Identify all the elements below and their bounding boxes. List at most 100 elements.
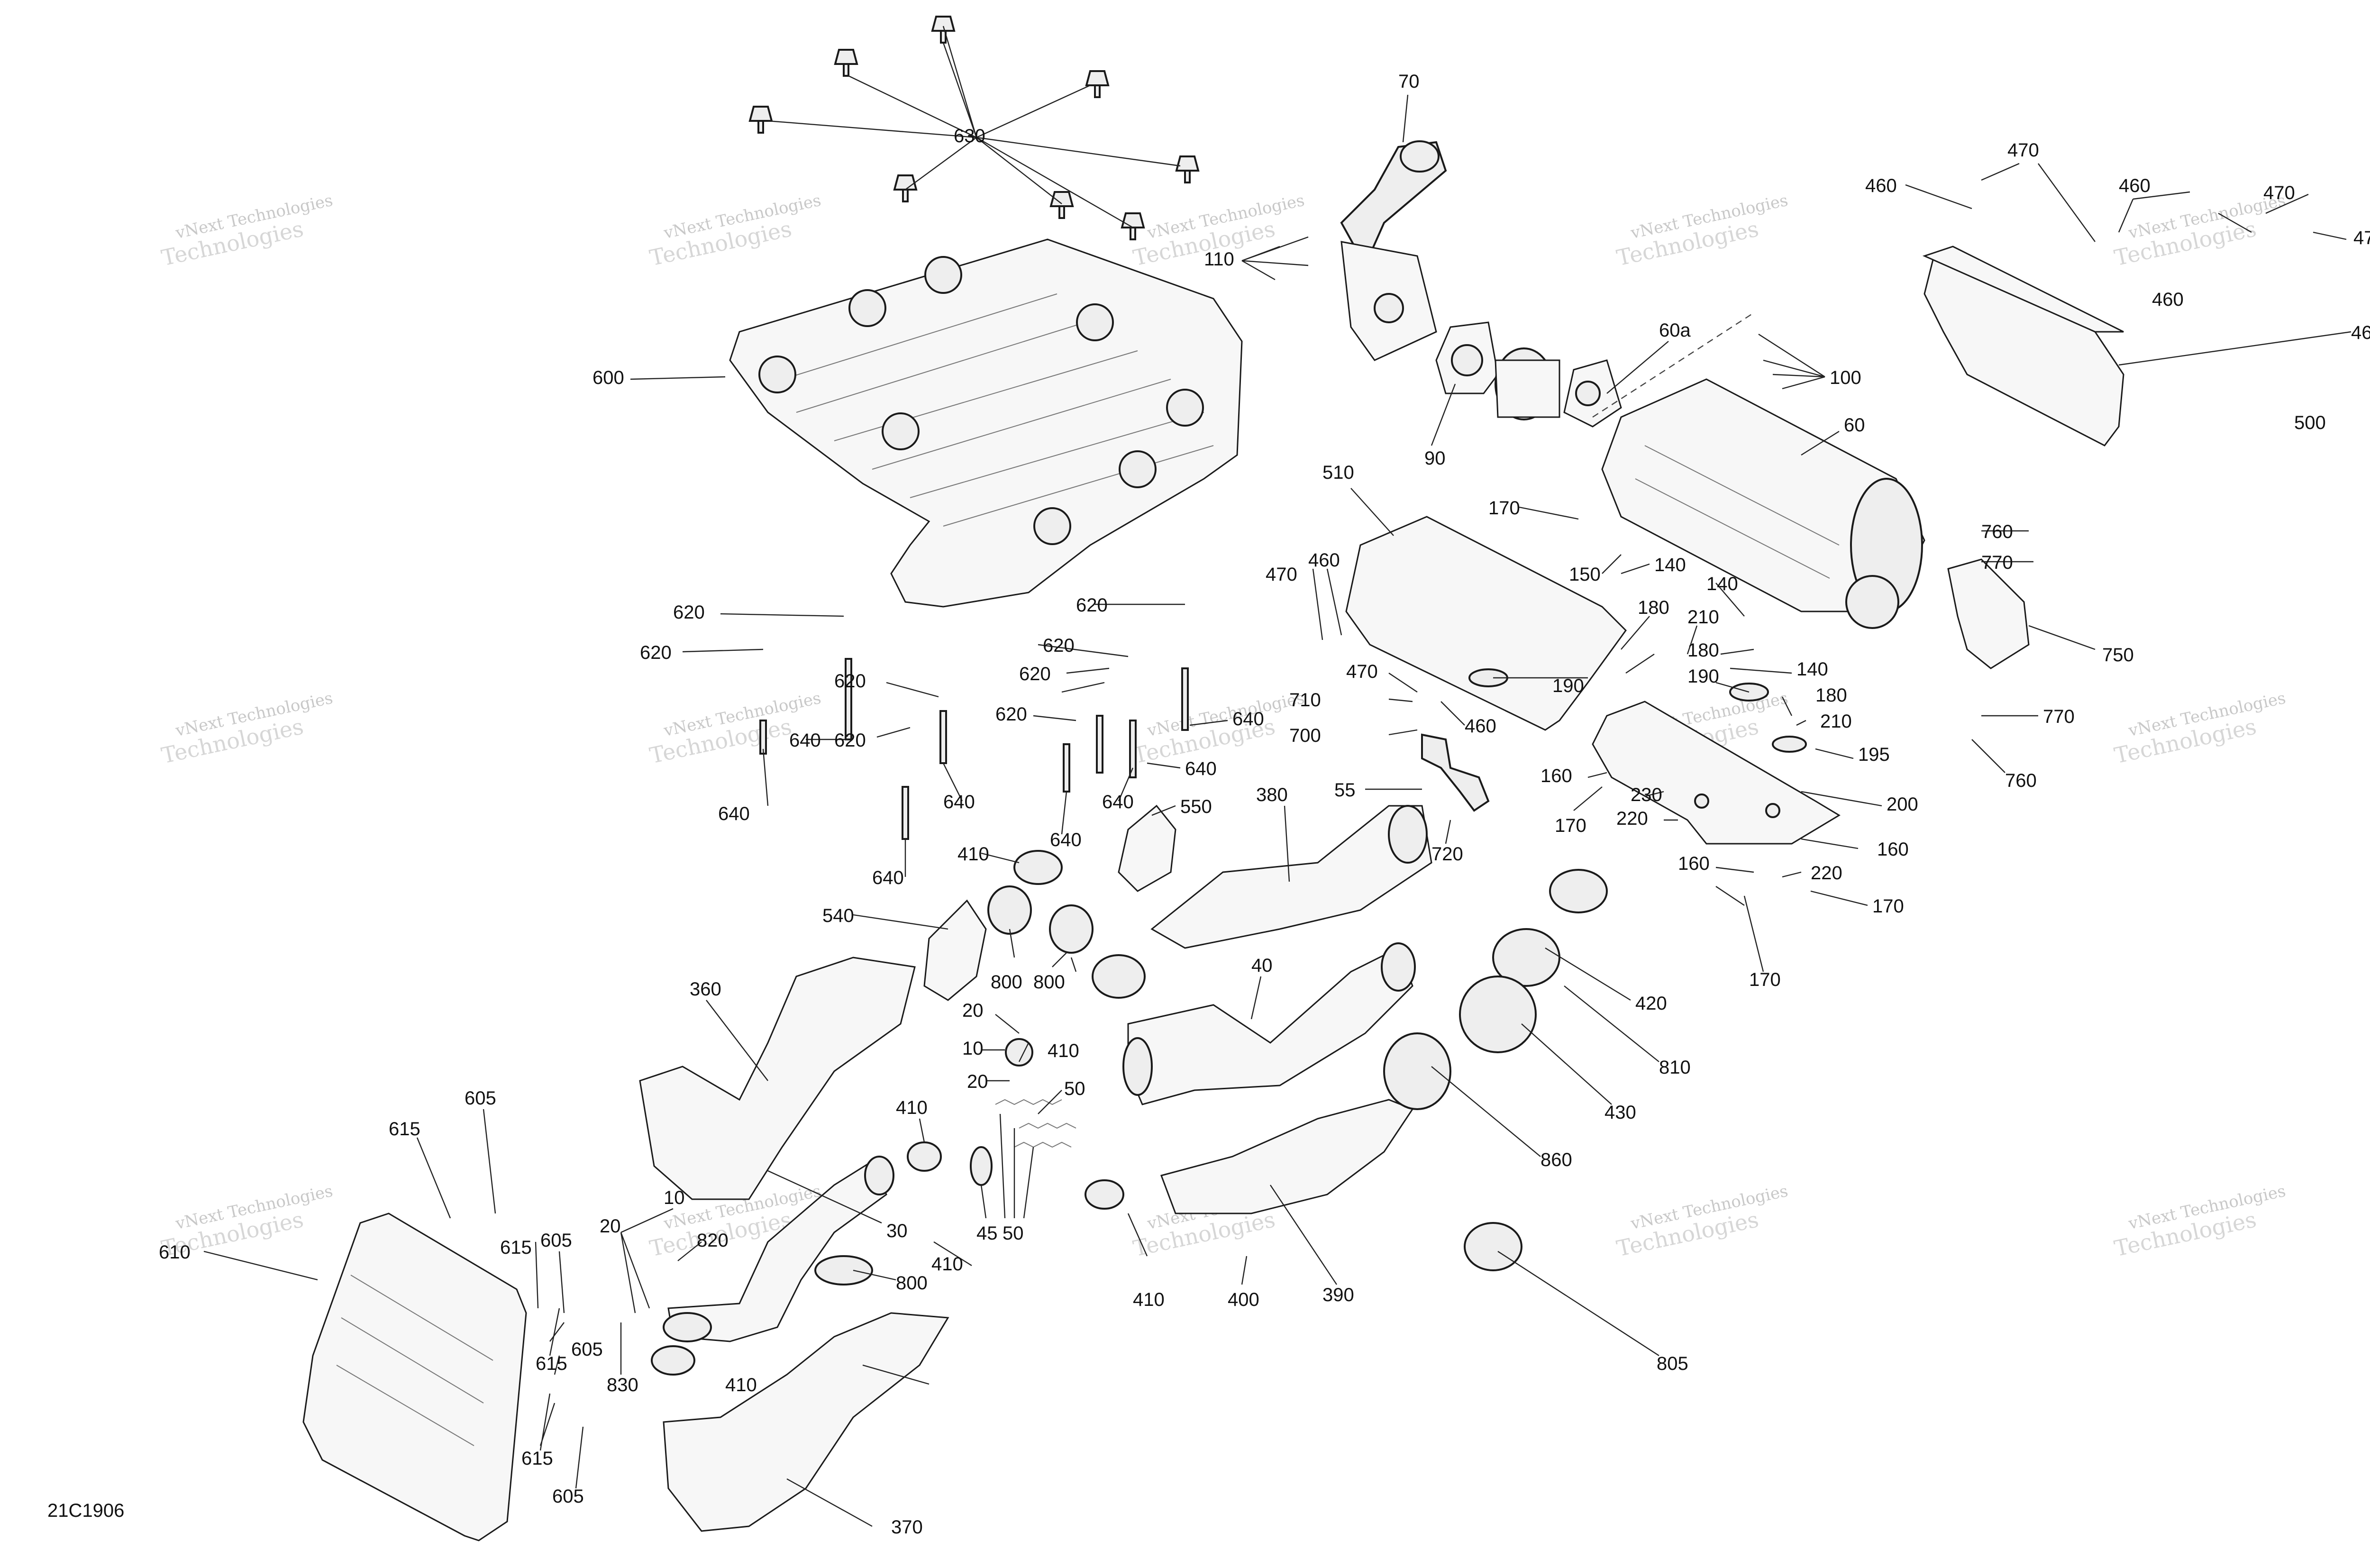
callout-150: 150 — [1569, 564, 1601, 585]
callout-410: 410 — [896, 1097, 928, 1118]
callout-55: 55 — [1334, 780, 1356, 801]
callout-620: 620 — [834, 730, 866, 751]
callout-410: 410 — [1048, 1040, 1079, 1061]
bracket-200 — [1592, 701, 1841, 845]
heat-shields-540-550 — [923, 804, 1176, 1001]
protector-610 — [302, 1212, 527, 1541]
callout-500: 500 — [2294, 412, 2326, 433]
callout-700: 700 — [1289, 725, 1321, 746]
callout-770: 770 — [1981, 552, 2013, 573]
callout-20: 20 — [962, 1000, 984, 1021]
callout-170: 170 — [1555, 815, 1586, 836]
callout-360: 360 — [690, 979, 721, 1000]
callout-10: 10 — [962, 1038, 984, 1059]
clamps-and-rings — [651, 850, 1608, 1376]
callout-510: 510 — [1322, 462, 1354, 483]
callout-720: 720 — [1431, 844, 1463, 865]
gaskets-90-60a — [1435, 321, 1622, 428]
callout-800: 800 — [896, 1273, 928, 1294]
callout-620: 620 — [1019, 664, 1051, 684]
callout-470: 470 — [1346, 661, 1378, 682]
callout-170: 170 — [1872, 896, 1904, 917]
callout-100: 100 — [1830, 367, 1861, 388]
callout-605: 605 — [552, 1486, 584, 1507]
callout-620: 620 — [995, 704, 1027, 725]
callout-110: 110 — [1204, 249, 1234, 270]
inlet-pipe-70 — [1340, 140, 1447, 361]
callout-210: 210 — [1687, 607, 1719, 628]
callout-800: 800 — [1033, 972, 1065, 993]
callout-10: 10 — [664, 1187, 685, 1208]
callout-540: 540 — [822, 905, 854, 926]
heat-shield-390 — [1160, 1099, 1414, 1214]
pipe-30 — [667, 1156, 894, 1342]
callout-420: 420 — [1635, 993, 1667, 1014]
callout-460: 460 — [2152, 289, 2184, 310]
callout-615: 615 — [389, 1119, 420, 1140]
callout-640: 640 — [943, 792, 975, 812]
callout-615: 615 — [500, 1237, 532, 1258]
callout-605: 605 — [571, 1339, 603, 1360]
callout-460: 460 — [1465, 716, 1496, 737]
springs-50 — [995, 1099, 1076, 1148]
callout-640: 640 — [789, 730, 821, 751]
callout-470: 470 — [2007, 140, 2039, 161]
callout-30: 30 — [886, 1221, 908, 1241]
diagram-code: 21C1906 — [47, 1500, 124, 1521]
callout-140: 140 — [1796, 659, 1828, 680]
callout-430: 430 — [1604, 1102, 1636, 1123]
callout-615: 615 — [521, 1448, 553, 1469]
callout-45: 45 — [976, 1223, 998, 1244]
callout-640: 640 — [872, 867, 904, 888]
callout-160: 160 — [1540, 766, 1572, 786]
callout-760: 760 — [1981, 521, 2013, 542]
callout-410: 410 — [1133, 1289, 1165, 1310]
callout-160: 160 — [1678, 853, 1710, 874]
grommets-190 — [1468, 668, 1807, 753]
callout-605: 605 — [465, 1088, 496, 1109]
callout-760: 760 — [2005, 770, 2037, 791]
callout-805: 805 — [1657, 1353, 1688, 1374]
callout-180: 180 — [1815, 685, 1847, 706]
callout-200: 200 — [1887, 794, 1918, 815]
callout-800: 800 — [991, 972, 1022, 993]
studs-640 — [759, 658, 1189, 840]
callout-620: 620 — [834, 671, 866, 692]
callout-370: 370 — [891, 1517, 923, 1538]
callout-460: 460 — [2119, 175, 2151, 196]
callout-550: 550 — [1180, 796, 1212, 817]
callout-180: 180 — [1687, 640, 1719, 661]
callout-630: 630 — [954, 126, 985, 146]
callout-605: 605 — [540, 1230, 572, 1251]
callout-90: 90 — [1424, 448, 1446, 469]
push-rivet-630 — [748, 16, 1200, 240]
callout-860: 860 — [1540, 1149, 1572, 1170]
callout-380: 380 — [1256, 784, 1288, 805]
callout-810: 810 — [1659, 1057, 1691, 1078]
callout-195: 195 — [1858, 744, 1890, 765]
callout-220: 220 — [1616, 808, 1648, 829]
callout-410: 410 — [931, 1254, 963, 1275]
callout-615: 615 — [536, 1353, 567, 1374]
assembly-line — [1592, 312, 1754, 418]
callout-620: 620 — [1043, 635, 1075, 656]
callout-640: 640 — [718, 803, 750, 824]
leader-lines — [203, 26, 2352, 1527]
callout-170: 170 — [1749, 969, 1781, 990]
callout-40: 40 — [1251, 955, 1273, 976]
callout-710: 710 — [1289, 690, 1321, 711]
callout-770: 770 — [2043, 706, 2075, 727]
callout-460: 460 — [2351, 322, 2370, 343]
callout-220: 220 — [1811, 863, 1842, 884]
heat-shield-370 — [663, 1312, 949, 1532]
callout-640: 640 — [1102, 792, 1134, 812]
callout-400: 400 — [1228, 1289, 1259, 1310]
callout-640: 640 — [1232, 709, 1264, 729]
pipe-40 — [1122, 942, 1416, 1105]
heat-shield-360 — [639, 957, 916, 1200]
heat-shield-500 — [1922, 246, 2124, 447]
callout-620: 620 — [1076, 595, 1108, 616]
callout-190: 190 — [1687, 666, 1719, 687]
skid-plate-600 — [729, 238, 1243, 608]
